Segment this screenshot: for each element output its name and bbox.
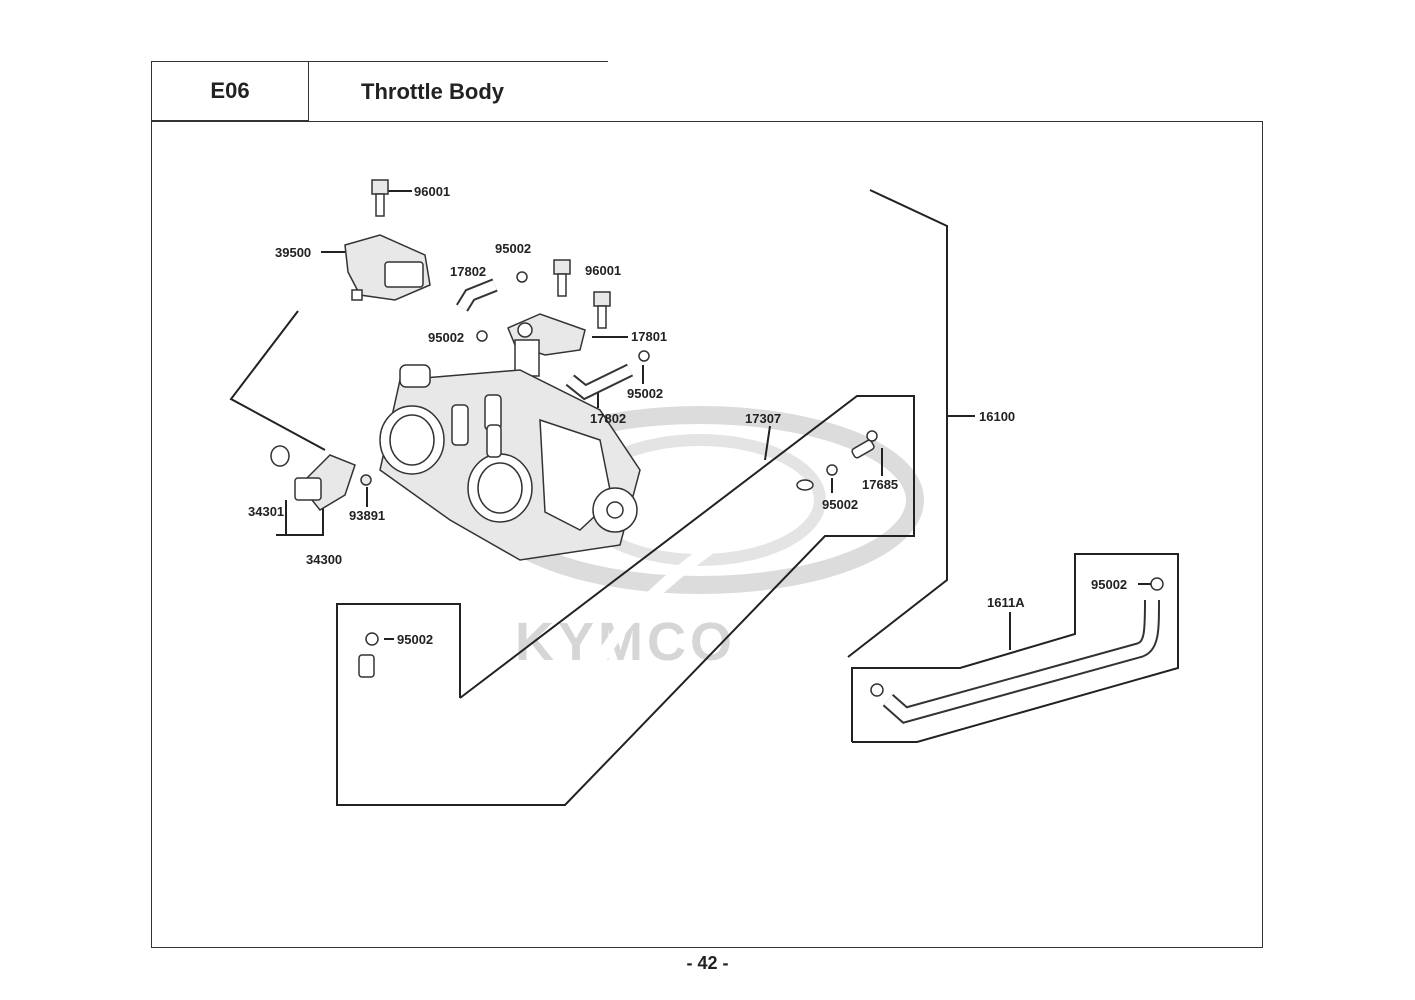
page-number: - 42 - [686, 953, 729, 973]
callout-93891: 93891 [349, 508, 385, 523]
callout-17802-bottom: 17802 [590, 411, 626, 426]
callout-labels: 96001 39500 95002 17802 96001 95002 1780… [248, 184, 1127, 647]
callout-96001-top: 96001 [414, 184, 450, 199]
throttle-position-sensor-34300 [270, 445, 372, 511]
section-title: Throttle Body [308, 61, 608, 121]
intake-hose-17307 [358, 479, 814, 785]
callout-95002-right: 95002 [627, 386, 663, 401]
joint-17801 [507, 313, 586, 377]
callout-95002-top: 95002 [495, 241, 531, 256]
bolt-96001-mid [553, 259, 571, 297]
bolt-96001-top [371, 179, 389, 217]
callout-95002-hose: 95002 [397, 632, 433, 647]
map-sensor-39500 [344, 234, 431, 301]
callout-95002-breather: 95002 [1091, 577, 1127, 592]
fitting-17685 [851, 430, 878, 459]
callout-17801: 17801 [631, 329, 667, 344]
callout-39500: 39500 [275, 245, 311, 260]
callout-17802-top: 17802 [450, 264, 486, 279]
callout-34301: 34301 [248, 504, 284, 519]
callout-17307: 17307 [745, 411, 781, 426]
callout-34300: 34300 [306, 552, 342, 567]
callout-95002-group: 95002 [822, 497, 858, 512]
hose-clamps [365, 271, 1164, 697]
bolt-96001-lower [593, 291, 611, 329]
throttle-body [379, 364, 641, 561]
diagram-frame [151, 121, 1263, 948]
callout-96001-mid: 96001 [585, 263, 621, 278]
callout-1611A: 1611A [987, 595, 1025, 610]
callout-95002-left: 95002 [428, 330, 464, 345]
callout-16100: 16100 [979, 409, 1015, 424]
breather-hose-1611A [882, 599, 1160, 724]
section-code: E06 [151, 61, 309, 121]
callout-17685: 17685 [862, 477, 898, 492]
